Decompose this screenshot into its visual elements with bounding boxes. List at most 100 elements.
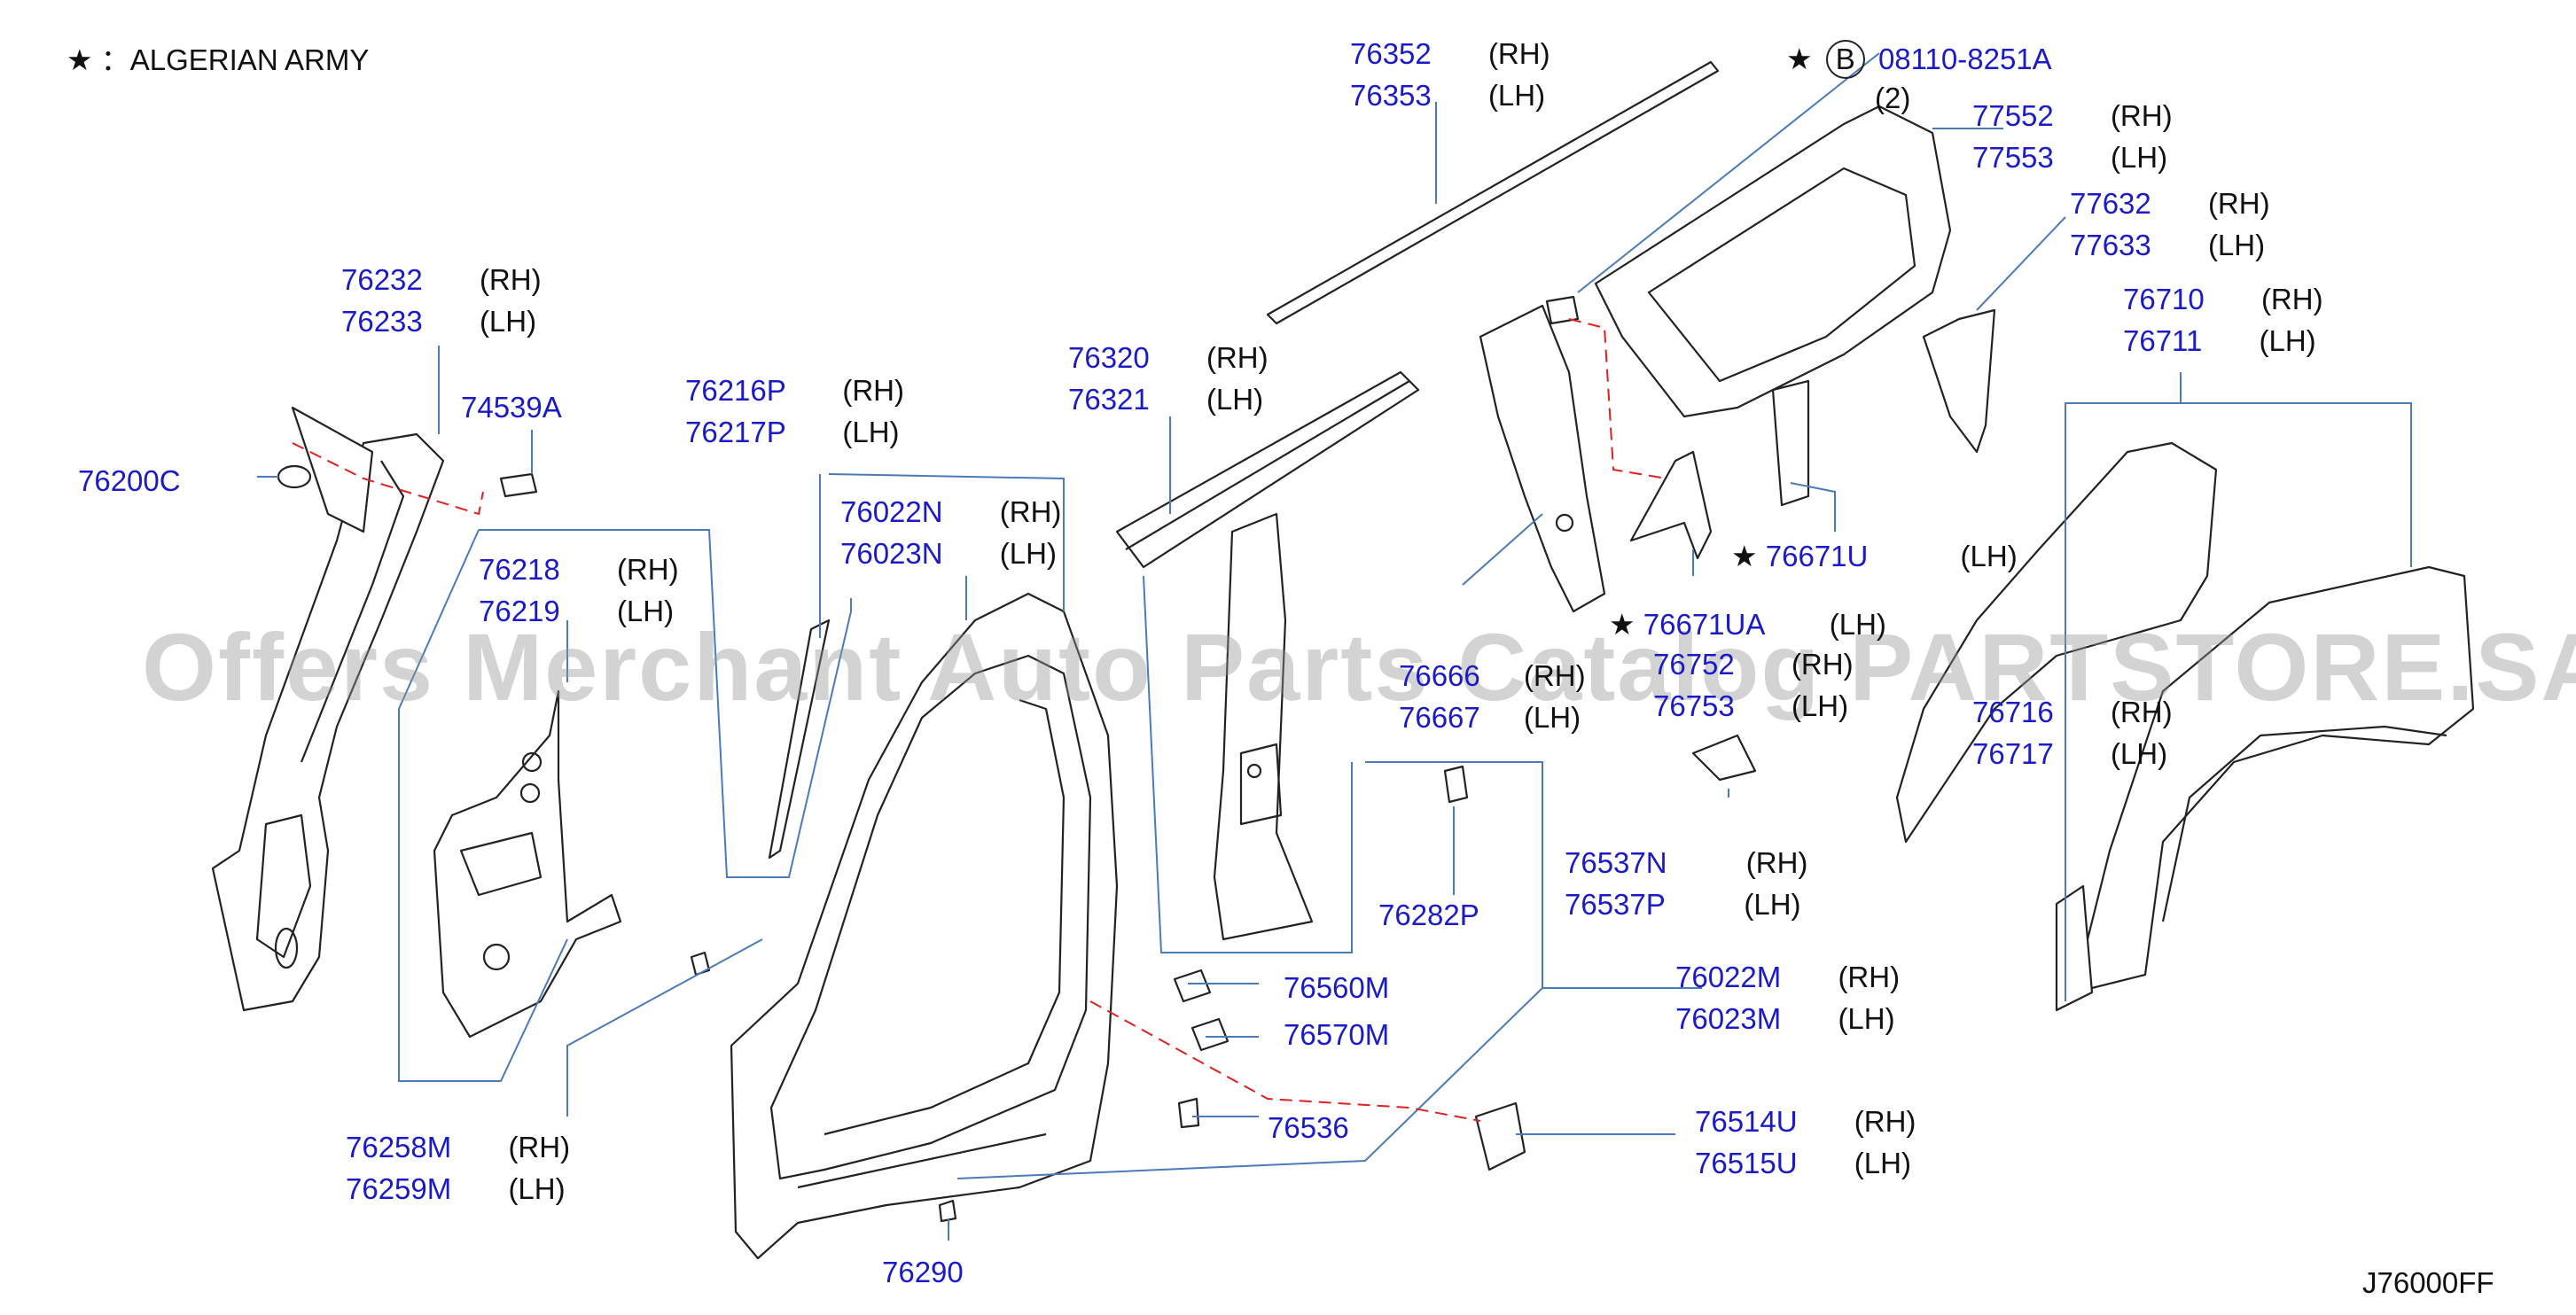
side-label: (RH)	[1854, 1105, 1916, 1138]
clip-76282P-part[interactable]	[1443, 765, 1469, 804]
bracket-76671UA-part[interactable]	[1629, 450, 1713, 560]
callout-76022M[interactable]: 76022M (RH) 76023M (LH)	[1675, 961, 1900, 1035]
legend-star-icon: ★	[66, 43, 93, 76]
callout-76671U[interactable]: ★ 76671U (LH)	[1731, 541, 2018, 572]
gusset-part[interactable]	[1691, 734, 1757, 782]
callout-76666[interactable]: 76666 (RH) 76667 (LH)	[1399, 660, 1586, 734]
bracket-76514U-part[interactable]	[1474, 1101, 1526, 1171]
part-number[interactable]: 08110-8251A	[1877, 43, 2052, 75]
part-number[interactable]: 77632	[2070, 187, 2151, 220]
callout-76022N[interactable]: 76022N (RH) 76023N (LH)	[840, 496, 1061, 570]
part-number[interactable]: 76217P	[685, 416, 786, 448]
front-pillar-part[interactable]	[211, 406, 445, 1012]
star-icon: ★	[1731, 540, 1758, 572]
side-label: (LH)	[2259, 324, 2316, 357]
part-number[interactable]: 76717	[1972, 737, 2054, 770]
part-number[interactable]: 76352	[1350, 37, 1432, 70]
part-number[interactable]: 77553	[1972, 141, 2054, 174]
bracket-76671U-part[interactable]	[1771, 379, 1810, 507]
callout-76290[interactable]: 76290	[882, 1256, 964, 1288]
callout-76320[interactable]: 76320 (RH) 76321 (LH)	[1068, 342, 1268, 416]
clip-76536-part[interactable]	[1177, 1097, 1200, 1129]
side-label: (LH)	[1960, 540, 2018, 572]
pad-76560M-part[interactable]	[1173, 969, 1212, 1003]
callout-76560M[interactable]: 76560M	[1284, 971, 1390, 1004]
part-number[interactable]: 76216P	[685, 374, 786, 407]
part-number[interactable]: 76711	[2123, 324, 2203, 357]
side-label: (LH)	[999, 537, 1057, 570]
part-number[interactable]: 76258M	[346, 1131, 452, 1163]
part-number[interactable]: 76233	[341, 305, 423, 338]
part-number[interactable]: 76753	[1653, 689, 1735, 722]
callout-76671UA[interactable]: ★ 76671UA (LH)	[1609, 609, 1886, 641]
side-label: (LH)	[2110, 737, 2168, 770]
part-number[interactable]: 76671U	[1765, 540, 1869, 572]
wheelhouse-outer-part[interactable]	[2073, 565, 2475, 994]
callout-76570M[interactable]: 76570M	[1284, 1018, 1390, 1051]
body-side-outer-part[interactable]	[730, 592, 1119, 1260]
roof-rail-part[interactable]	[1115, 370, 1420, 569]
rear-bracket-part[interactable]	[1922, 308, 1996, 454]
callout-76218[interactable]: 76218 (RH) 76219 (LH)	[479, 554, 679, 627]
callout-77552[interactable]: 77552 (RH) 77553 (LH)	[1972, 100, 2173, 174]
grommet-part[interactable]	[277, 464, 312, 489]
drip-moulding-part[interactable]	[1266, 60, 1720, 325]
part-number[interactable]: 76023N	[840, 537, 943, 570]
part-number[interactable]: 76022M	[1675, 961, 1782, 993]
circle-b-icon: B	[1825, 40, 1865, 79]
pillar-reinforcement-part[interactable]	[433, 689, 622, 1039]
rear-pillar-part[interactable]	[1479, 304, 1606, 613]
callout-76710[interactable]: 76710 (RH) 76711 (LH)	[2123, 284, 2323, 357]
part-number[interactable]: 76321	[1068, 383, 1150, 416]
part-number[interactable]: 76752	[1653, 648, 1735, 681]
quantity: (2)	[1875, 82, 1911, 114]
side-label: (RH)	[842, 374, 905, 407]
part-number[interactable]: 76259M	[346, 1172, 452, 1205]
part-number[interactable]: 76515U	[1695, 1147, 1798, 1179]
clip-76258M-part[interactable]	[690, 951, 711, 977]
part-number[interactable]: 76537N	[1565, 846, 1667, 879]
star-icon: ★	[1786, 43, 1813, 75]
part-number[interactable]: 76353	[1350, 79, 1432, 112]
part-number[interactable]: 76537P	[1565, 888, 1666, 921]
callout-76352[interactable]: 76352 (RH) 76353 (LH)	[1350, 38, 1550, 112]
side-label: (LH)	[2207, 229, 2266, 261]
side-label: (LH)	[1791, 689, 1849, 722]
part-number[interactable]: 76232	[341, 263, 423, 296]
callout-76514U[interactable]: 76514U (RH) 76515U (LH)	[1695, 1106, 1916, 1179]
part-number[interactable]: 76514U	[1695, 1105, 1798, 1138]
callout-76200C[interactable]: 76200C	[78, 464, 181, 497]
part-number[interactable]: 77633	[2070, 229, 2151, 261]
bolt-08110-part[interactable]	[1545, 295, 1580, 325]
part-number[interactable]: 76320	[1068, 341, 1150, 374]
part-number[interactable]: 76022N	[840, 495, 943, 528]
rear-panel-part[interactable]	[1594, 105, 1952, 418]
callout-74539A[interactable]: 74539A	[461, 391, 562, 424]
part-number[interactable]: 76219	[479, 595, 560, 627]
callout-08110-8251A[interactable]: ★ B 08110-8251A (2)	[1786, 40, 2052, 114]
part-number[interactable]: 76023M	[1675, 1002, 1782, 1035]
part-number[interactable]: 76218	[479, 553, 560, 586]
callout-76282P[interactable]: 76282P	[1378, 899, 1479, 931]
part-number[interactable]: 76716	[1972, 696, 2054, 728]
center-pillar-part[interactable]	[1213, 512, 1314, 941]
part-number[interactable]: 76671UA	[1643, 608, 1764, 641]
side-label: (LH)	[1206, 383, 1264, 416]
callout-76716[interactable]: 76716 (RH) 76717 (LH)	[1972, 696, 2173, 770]
callout-76258M[interactable]: 76258M (RH) 76259M (LH)	[346, 1132, 570, 1205]
part-number[interactable]: 76667	[1399, 701, 1480, 734]
pillar-strip-part[interactable]	[768, 619, 831, 860]
callout-76536[interactable]: 76536	[1268, 1111, 1349, 1144]
callout-76752[interactable]: 76752 (RH) 76753 (LH)	[1653, 649, 1854, 722]
clip-76290-part[interactable]	[938, 1199, 957, 1223]
pad-76570M-part[interactable]	[1190, 1017, 1229, 1052]
bolt-part[interactable]	[499, 472, 538, 498]
callout-76537N[interactable]: 76537N (RH) 76537P (LH)	[1565, 847, 1807, 921]
part-number[interactable]: 76710	[2123, 283, 2205, 315]
callout-77632[interactable]: 77632 (RH) 77633 (LH)	[2070, 188, 2270, 261]
callout-76232[interactable]: 76232 (RH) 76233 (LH)	[341, 264, 542, 338]
part-number[interactable]: 76666	[1399, 659, 1480, 692]
callout-76216P[interactable]: 76216P (RH) 76217P (LH)	[685, 375, 904, 448]
part-number[interactable]: 77552	[1972, 99, 2054, 132]
